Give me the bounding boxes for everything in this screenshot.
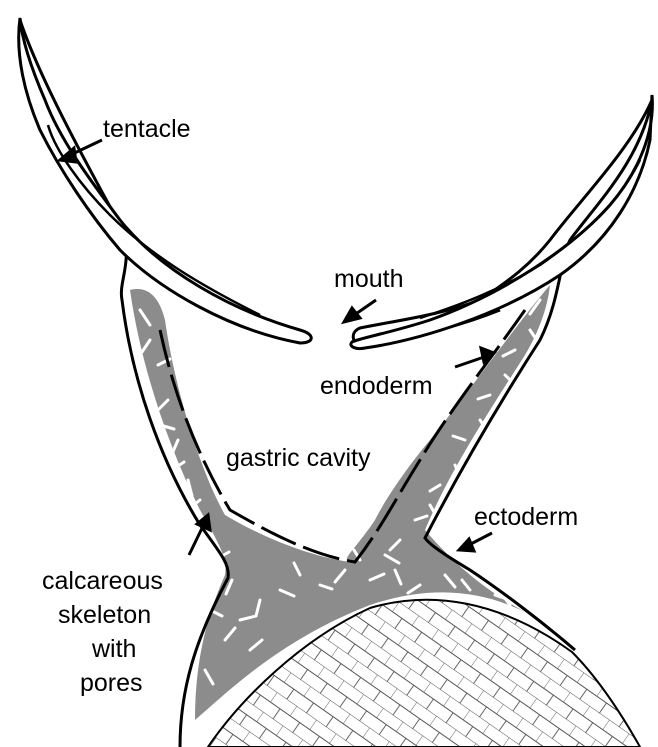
label-skeleton-line3: with (91, 635, 136, 663)
tentacle-left (19, 18, 312, 343)
label-skeleton-line2: skeleton (58, 601, 151, 629)
label-skeleton-line4: pores (80, 669, 143, 697)
label-skeleton-line1: calcareous (42, 567, 163, 595)
label-endoderm: endoderm (320, 372, 433, 400)
label-ectoderm: ectoderm (474, 503, 578, 531)
tentacle-right (351, 95, 653, 349)
label-mouth: mouth (334, 265, 403, 293)
label-tentacle: tentacle (103, 115, 191, 143)
label-gastric-cavity: gastric cavity (226, 444, 371, 472)
